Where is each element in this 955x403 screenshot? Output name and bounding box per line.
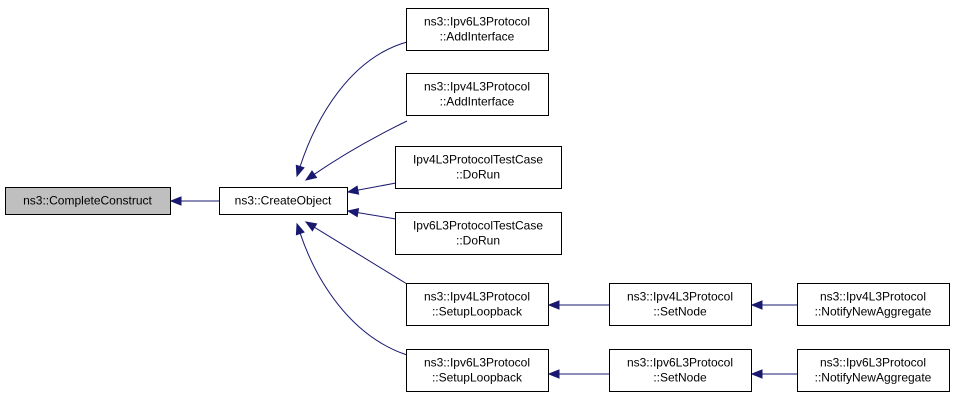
call-edge-ipv4-setup-loopback-to-create-object — [304, 221, 408, 285]
arrowhead-icon — [169, 196, 182, 206]
arrowhead-icon — [547, 369, 560, 379]
arrowhead-icon — [346, 208, 360, 218]
arrowhead-icon — [295, 222, 305, 236]
node-label-line-1: ns3::Ipv6L3Protocol — [424, 356, 530, 370]
node-label-line-2: ::AddInterface — [440, 30, 515, 44]
node-create-object[interactable]: ns3::CreateObject — [219, 187, 348, 215]
node-ipv6-notify-new-aggregate[interactable]: ns3::Ipv6L3Protocol::NotifyNewAggregate — [797, 349, 950, 392]
edge-line — [314, 226, 408, 285]
node-ipv6-set-node[interactable]: ns3::Ipv6L3Protocol::SetNode — [609, 349, 752, 392]
edge-line — [299, 41, 408, 167]
node-ipv6-test-do-run[interactable]: Ipv6L3ProtocolTestCase::DoRun — [395, 212, 562, 255]
node-ipv6-setup-loopback[interactable]: ns3::Ipv6L3Protocol::SetupLoopback — [406, 349, 549, 392]
call-edge-ipv6-add-interface-to-create-object — [295, 41, 408, 178]
node-box — [797, 283, 950, 326]
node-ipv4-set-node[interactable]: ns3::Ipv4L3Protocol::SetNode — [609, 283, 752, 326]
node-label-line-1: ns3::Ipv6L3Protocol — [627, 356, 733, 370]
node-label-line-1: ns3::Ipv6L3Protocol — [820, 356, 926, 370]
edge-line — [299, 233, 408, 356]
node-label-line-1: Ipv4L3ProtocolTestCase — [413, 153, 543, 167]
node-ipv4-setup-loopback[interactable]: ns3::Ipv4L3Protocol::SetupLoopback — [406, 283, 549, 326]
edges-layer — [169, 41, 797, 379]
node-label-line-2: ::SetupLoopback — [432, 371, 523, 385]
node-ipv4-add-interface[interactable]: ns3::Ipv4L3Protocol::AddInterface — [406, 73, 549, 116]
node-label-line-2: ::NotifyNewAggregate — [815, 371, 932, 385]
node-box — [406, 283, 549, 326]
node-label-line-1: ns3::Ipv6L3Protocol — [424, 15, 530, 29]
node-box — [406, 8, 549, 51]
call-edge-ipv4-add-interface-to-create-object — [304, 120, 408, 181]
call-edge-ipv6-notify-new-aggregate-to-ipv6-set-node — [750, 369, 797, 379]
arrowhead-icon — [295, 164, 305, 178]
node-box — [609, 283, 752, 326]
node-label-line-1: ns3::CompleteConstruct — [23, 194, 152, 208]
call-edge-ipv4-notify-new-aggregate-to-ipv4-set-node — [750, 300, 797, 310]
node-label-line-2: ::NotifyNewAggregate — [815, 305, 932, 319]
node-box — [395, 146, 562, 189]
call-edge-create-object-to-complete-construct — [169, 196, 219, 206]
edge-line — [357, 182, 397, 191]
node-label-line-1: ns3::Ipv4L3Protocol — [424, 80, 530, 94]
call-edge-ipv6-set-node-to-ipv6-setup-loopback — [547, 369, 609, 379]
arrowhead-icon — [346, 185, 360, 195]
edge-line — [313, 120, 408, 175]
call-edge-ipv6-setup-loopback-to-create-object — [295, 222, 408, 356]
node-label-line-2: ::SetNode — [653, 305, 707, 319]
arrowhead-icon — [304, 221, 318, 232]
node-label-line-2: ::SetupLoopback — [432, 305, 523, 319]
node-label-line-2: ::SetNode — [653, 371, 707, 385]
node-box — [395, 212, 562, 255]
node-box — [609, 349, 752, 392]
node-label-line-1: Ipv6L3ProtocolTestCase — [413, 219, 543, 233]
node-box — [406, 349, 549, 392]
arrowhead-icon — [547, 300, 560, 310]
node-ipv4-test-do-run[interactable]: Ipv4L3ProtocolTestCase::DoRun — [395, 146, 562, 189]
node-label-line-1: ns3::Ipv4L3Protocol — [424, 290, 530, 304]
arrowhead-icon — [750, 300, 763, 310]
node-ipv6-add-interface[interactable]: ns3::Ipv6L3Protocol::AddInterface — [406, 8, 549, 51]
node-label-line-1: ns3::Ipv4L3Protocol — [627, 290, 733, 304]
call-edge-ipv4-test-do-run-to-create-object — [346, 182, 397, 195]
call-edge-ipv6-test-do-run-to-create-object — [346, 208, 397, 220]
node-label-line-2: ::DoRun — [456, 168, 500, 182]
node-box — [219, 187, 348, 215]
node-complete-construct: ns3::CompleteConstruct — [5, 187, 171, 215]
call-edge-ipv4-set-node-to-ipv4-setup-loopback — [547, 300, 609, 310]
node-box — [406, 73, 549, 116]
node-label-line-1: ns3::CreateObject — [235, 194, 332, 208]
edge-line — [357, 212, 397, 220]
arrowhead-icon — [750, 369, 763, 379]
node-label-line-1: ns3::Ipv4L3Protocol — [820, 290, 926, 304]
arrowhead-icon — [304, 170, 318, 181]
node-label-line-2: ::AddInterface — [440, 95, 515, 109]
node-label-line-2: ::DoRun — [456, 234, 500, 248]
node-ipv4-notify-new-aggregate[interactable]: ns3::Ipv4L3Protocol::NotifyNewAggregate — [797, 283, 950, 326]
node-box — [797, 349, 950, 392]
node-box — [5, 187, 171, 215]
